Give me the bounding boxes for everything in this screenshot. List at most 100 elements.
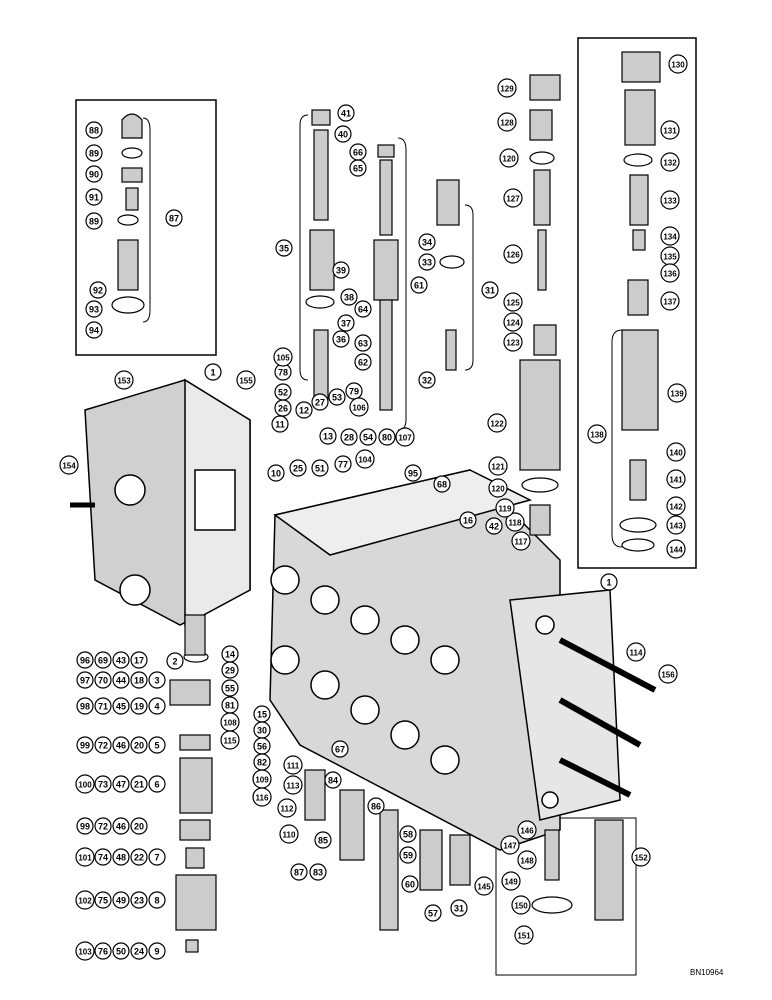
callout-number: 3 bbox=[154, 676, 159, 686]
callout-63: 63 bbox=[354, 334, 372, 352]
callout-circle bbox=[89, 281, 107, 299]
callout-circle bbox=[337, 314, 355, 332]
callout-circle bbox=[433, 475, 451, 493]
callout-18: 18 bbox=[130, 671, 148, 689]
callout-circle bbox=[314, 831, 332, 849]
callout-circle bbox=[75, 774, 95, 794]
callout-number: 86 bbox=[371, 802, 381, 812]
callout-circle bbox=[94, 848, 112, 866]
callout-circle bbox=[410, 276, 428, 294]
callout-127: 127 bbox=[503, 188, 523, 208]
callout-circle bbox=[668, 54, 688, 74]
callout-circle bbox=[517, 850, 537, 870]
callout-10: 10 bbox=[267, 464, 285, 482]
callout-circle bbox=[76, 736, 94, 754]
callout-92: 92 bbox=[89, 281, 107, 299]
callout-14: 14 bbox=[221, 645, 239, 663]
callout-9: 9 bbox=[148, 942, 166, 960]
callout-number: 20 bbox=[134, 822, 144, 832]
callout-125: 125 bbox=[503, 292, 523, 312]
callout-120: 120 bbox=[499, 148, 519, 168]
callout-6: 6 bbox=[148, 775, 166, 793]
callout-47: 47 bbox=[112, 775, 130, 793]
callout-number: 46 bbox=[116, 822, 126, 832]
callout-number: 85 bbox=[318, 836, 328, 846]
callout-41: 41 bbox=[337, 104, 355, 122]
callout-number: 128 bbox=[500, 119, 514, 128]
callout-number: 30 bbox=[257, 726, 267, 736]
callout-number: 58 bbox=[403, 830, 413, 840]
callout-number: 32 bbox=[422, 376, 432, 386]
callout-number: 130 bbox=[671, 61, 685, 70]
callout-circle bbox=[148, 848, 166, 866]
callout-circle bbox=[481, 281, 499, 299]
callout-146: 146 bbox=[517, 820, 537, 840]
callout-133: 133 bbox=[660, 190, 680, 210]
callout-42: 42 bbox=[485, 517, 503, 535]
callout-number: 89 bbox=[89, 217, 99, 227]
callout-number: 142 bbox=[669, 503, 683, 512]
callout-circle bbox=[130, 848, 148, 866]
callout-number: 104 bbox=[358, 456, 372, 465]
callout-39: 39 bbox=[332, 261, 350, 279]
callout-circle bbox=[367, 797, 385, 815]
callout-number: 111 bbox=[287, 762, 300, 771]
callout-circle bbox=[283, 755, 303, 775]
callout-circle bbox=[378, 428, 396, 446]
callout-number: 63 bbox=[358, 339, 368, 349]
callout-circle bbox=[94, 891, 112, 909]
callout-circle bbox=[289, 459, 307, 477]
callout-circle bbox=[501, 871, 521, 891]
callout-119: 119 bbox=[495, 498, 515, 518]
callout-circle bbox=[349, 143, 367, 161]
callout-1: 1 bbox=[600, 573, 618, 591]
callout-33: 33 bbox=[418, 253, 436, 271]
callout-140: 140 bbox=[666, 442, 686, 462]
callout-20: 20 bbox=[130, 736, 148, 754]
callout-46: 46 bbox=[112, 736, 130, 754]
callout-circle bbox=[499, 148, 519, 168]
callout-28: 28 bbox=[340, 428, 358, 446]
callout-number: 138 bbox=[590, 431, 604, 440]
callout-62: 62 bbox=[354, 353, 372, 371]
callout-55: 55 bbox=[221, 679, 239, 697]
callout-number: 9 bbox=[154, 947, 159, 957]
callout-76: 76 bbox=[94, 942, 112, 960]
callout-circle bbox=[204, 363, 222, 381]
callout-72: 72 bbox=[94, 736, 112, 754]
callout-number: 80 bbox=[382, 433, 392, 443]
callout-38: 38 bbox=[340, 288, 358, 306]
callout-number: 51 bbox=[315, 464, 325, 474]
callout-number: 75 bbox=[98, 896, 108, 906]
callout-number: 37 bbox=[341, 319, 351, 329]
callout-number: 47 bbox=[116, 780, 126, 790]
callout-circle bbox=[660, 120, 680, 140]
callout-circle bbox=[221, 661, 239, 679]
callout-number: 109 bbox=[255, 776, 269, 785]
callout-156: 156 bbox=[658, 664, 678, 684]
callout-number: 49 bbox=[116, 896, 126, 906]
callout-74: 74 bbox=[94, 848, 112, 866]
callout-21: 21 bbox=[130, 775, 148, 793]
callout-circle bbox=[112, 891, 130, 909]
callout-number: 114 bbox=[630, 649, 643, 658]
callout-number: 154 bbox=[62, 462, 76, 471]
callout-53: 53 bbox=[328, 388, 346, 406]
callout-number: 6 bbox=[154, 780, 159, 790]
callout-129: 129 bbox=[497, 78, 517, 98]
callout-circle bbox=[85, 188, 103, 206]
callout-circle bbox=[148, 697, 166, 715]
callout-circle bbox=[130, 775, 148, 793]
callout-circle bbox=[75, 847, 95, 867]
callout-120: 120 bbox=[488, 478, 508, 498]
callout-36: 36 bbox=[332, 330, 350, 348]
callout-98: 98 bbox=[76, 697, 94, 715]
callout-circle bbox=[517, 820, 537, 840]
callout-circle bbox=[75, 941, 95, 961]
callout-circle bbox=[311, 459, 329, 477]
callout-number: 155 bbox=[239, 377, 253, 386]
callout-48: 48 bbox=[112, 848, 130, 866]
callout-number: 38 bbox=[344, 293, 354, 303]
callout-circle bbox=[503, 312, 523, 332]
callout-94: 94 bbox=[85, 321, 103, 339]
